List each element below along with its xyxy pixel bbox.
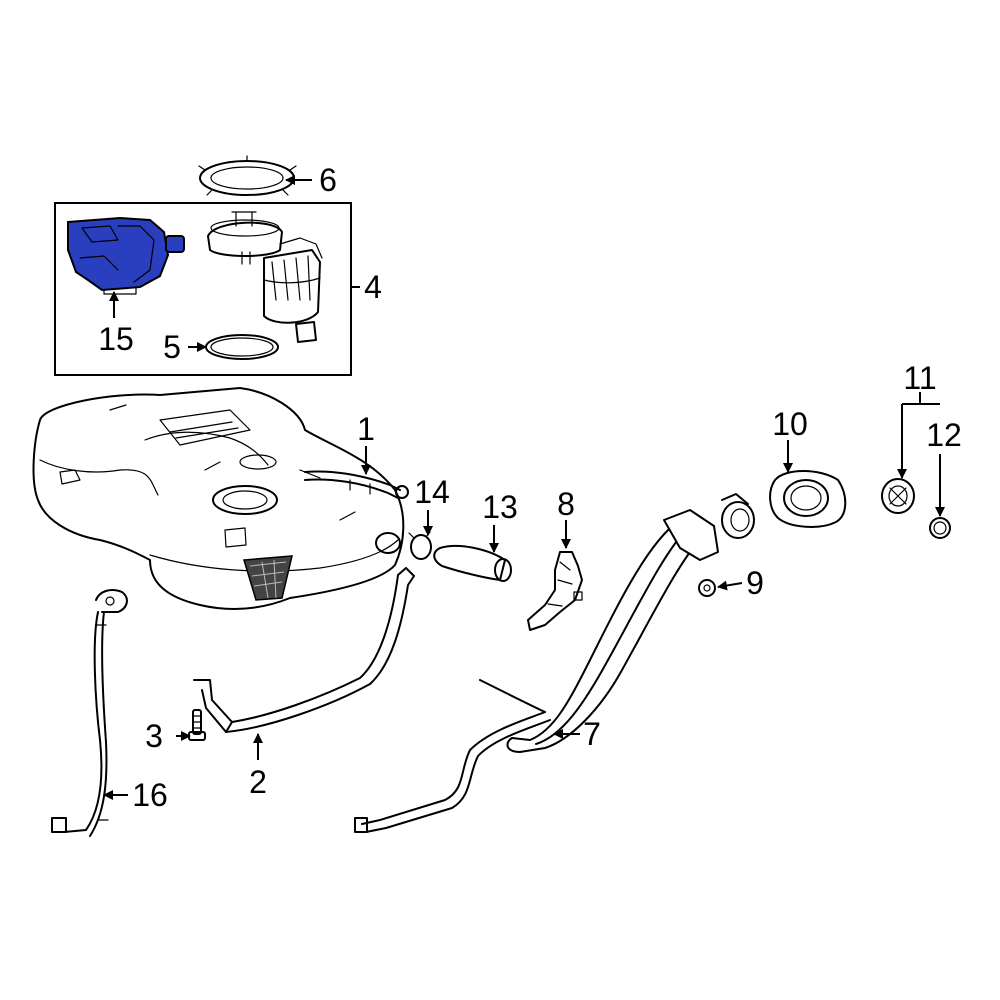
fuel-cap-part[interactable]: [881, 478, 915, 514]
fuel-door-housing-part[interactable]: [769, 470, 847, 528]
callout-15: 15: [98, 321, 134, 357]
lock-ring-part[interactable]: [198, 155, 297, 196]
callout-8: 8: [557, 486, 575, 522]
strap-bolt-part[interactable]: [188, 709, 206, 741]
filler-pipe-part[interactable]: [354, 493, 755, 833]
leader-lines: [103, 175, 945, 800]
fuel-tank-part[interactable]: [32, 387, 409, 611]
fuel-pump-module-part[interactable]: [207, 211, 323, 343]
callout-14: 14: [414, 474, 450, 510]
callout-13: 13: [482, 489, 518, 525]
fuel-filter-part[interactable]: [67, 216, 185, 295]
callout-7: 7: [583, 716, 601, 752]
callout-6: 6: [319, 162, 337, 198]
nut-part[interactable]: [698, 579, 716, 597]
callout-12: 12: [926, 417, 962, 453]
callout-9: 9: [746, 565, 764, 601]
filler-hose-part[interactable]: [433, 544, 512, 582]
filler-bracket-part[interactable]: [527, 551, 583, 631]
callout-1: 1: [357, 411, 375, 447]
wiring-harness-part[interactable]: [51, 589, 128, 837]
tank-strap-part[interactable]: [193, 567, 415, 733]
callout-5: 5: [163, 329, 181, 365]
seal-ring-part[interactable]: [205, 334, 279, 360]
callout-16: 16: [132, 777, 168, 813]
callout-labels: 1 2 3 4 5 6 7 8 9 10 11 12 13 14 15 16: [98, 162, 962, 813]
cap-seal-part[interactable]: [929, 517, 951, 539]
callout-3: 3: [145, 718, 163, 754]
callout-4: 4: [364, 269, 382, 305]
hose-clamp-part[interactable]: [408, 531, 432, 560]
callout-11: 11: [903, 360, 936, 396]
pump-assembly-box: [54, 202, 352, 376]
callout-2: 2: [249, 764, 267, 800]
callout-10: 10: [772, 406, 808, 442]
